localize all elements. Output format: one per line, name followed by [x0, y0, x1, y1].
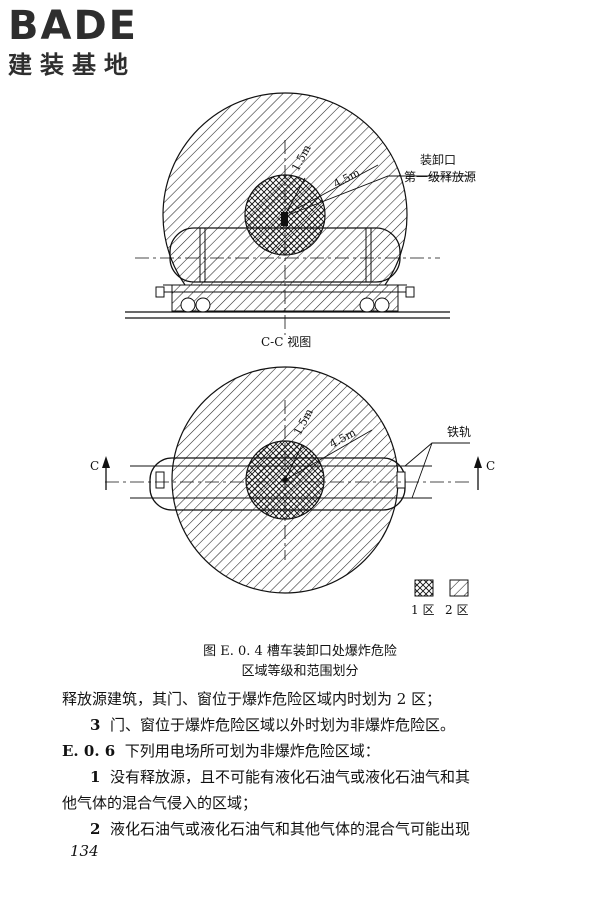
top-view-label: C-C 视图: [261, 334, 311, 349]
paragraph: 1 没有释放源，且不可能有液化石油气或液化石油气和其: [62, 764, 530, 790]
top-note-release-source: 第一级释放源: [404, 169, 476, 184]
item-text: 液化石油气或液化石油气和其他气体的混合气可能出现: [109, 820, 470, 838]
item-number: 1: [90, 768, 101, 786]
body-text: 释放源建筑，其门、窗位于爆炸危险区域内时划为 2 区； 3 门、窗位于爆炸危险区…: [62, 686, 530, 842]
paragraph: 3 门、窗位于爆炸危险区域以外时划为非爆炸危险区。: [62, 712, 530, 738]
paragraph: 2 液化石油气或液化石油气和其他气体的混合气可能出现: [62, 816, 530, 842]
paragraph: E. 0. 6 下列用电场所可划为非爆炸危险区域：: [62, 738, 530, 764]
hazard-zone-figure: 1.5m 4.5m 装卸口 第一级释放源 C-C 视图 1.: [90, 92, 495, 617]
figure-caption-line1: 图 E. 0. 4 槽车装卸口处爆炸危险: [203, 644, 397, 659]
legend-label-zone1: 1 区: [411, 603, 434, 617]
figure-caption-line2: 区域等级和范围划分: [241, 664, 359, 679]
bottom-diagram: 1.5m 4.5m 铁轨 C C: [90, 366, 495, 594]
item-number: 2: [90, 820, 101, 838]
item-number: 3: [90, 716, 101, 734]
logo: BADE 建装基地: [8, 4, 178, 88]
legend-swatch-zone1: [414, 579, 434, 597]
paragraph: 释放源建筑，其门、窗位于爆炸危险区域内时划为 2 区；: [62, 690, 442, 708]
top-diagram: 1.5m 4.5m 装卸口 第一级释放源 C-C 视图: [125, 92, 476, 349]
legend-label-zone2: 2 区: [445, 603, 468, 617]
paragraph: 他气体的混合气侵入的区域；: [62, 794, 258, 812]
clause-text: 下列用电场所可划为非爆炸危险区域：: [124, 742, 380, 760]
legend-swatch-zone2: [449, 579, 469, 597]
section-marker-left: C: [90, 459, 99, 473]
logo-subtitle: 建装基地: [8, 51, 136, 79]
top-note-loading-port: 装卸口: [420, 152, 456, 167]
clause-number: E. 0. 6: [62, 742, 116, 760]
legend: 1 区 2 区: [411, 579, 469, 617]
page-number: 134: [70, 842, 99, 860]
section-marker-right: C: [486, 459, 495, 473]
item-text: 门、窗位于爆炸危险区域以外时划为非爆炸危险区。: [109, 716, 455, 734]
item-text: 没有释放源，且不可能有液化石油气或液化石油气和其: [109, 768, 470, 786]
bottom-rail-label: 铁轨: [447, 425, 471, 439]
logo-brand: BADE: [8, 3, 138, 49]
